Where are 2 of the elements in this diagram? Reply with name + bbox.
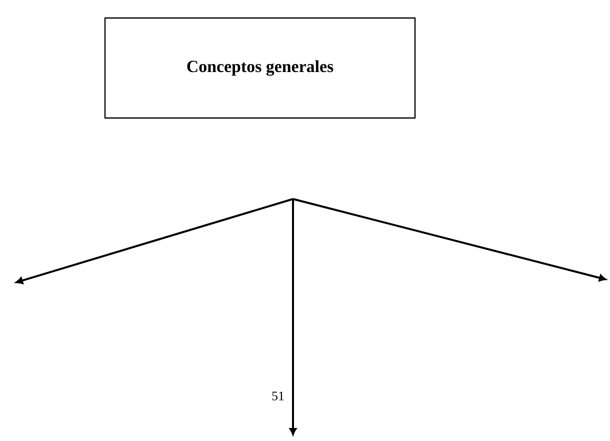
page-number: 51 (272, 392, 284, 400)
title-box: Conceptos generales (104, 17, 416, 119)
